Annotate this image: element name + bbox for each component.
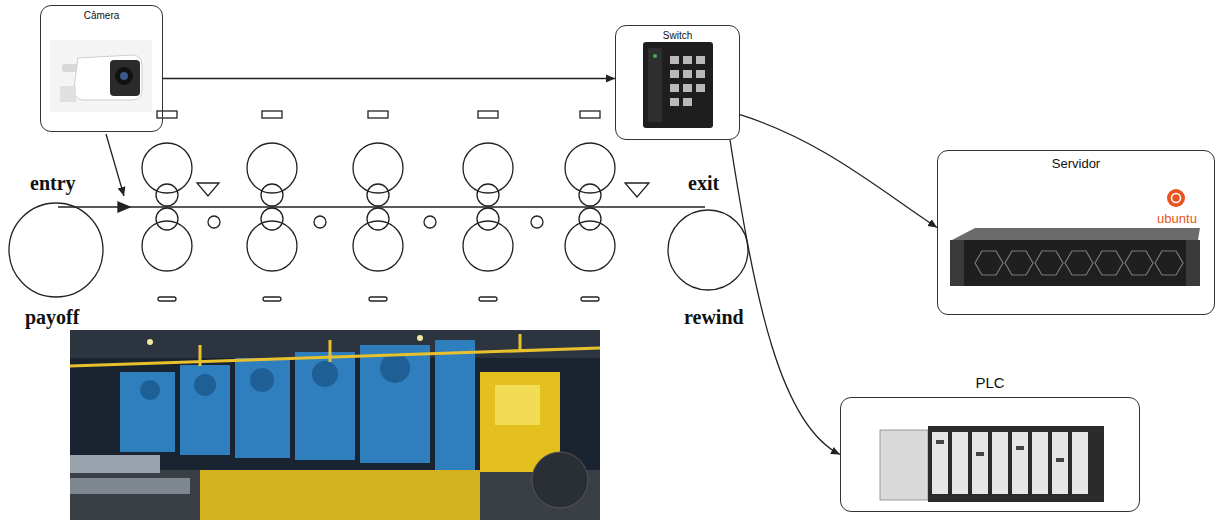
plc-picture [880, 426, 1104, 502]
node-heading: Câmera [84, 10, 120, 21]
camera-box: Câmera [40, 5, 163, 132]
switch-picture [643, 42, 713, 128]
exit-label: exit [688, 172, 719, 195]
switch-box: Switch [615, 25, 740, 140]
plant-photo [70, 330, 600, 520]
network-link [163, 78, 615, 79]
node-heading: PLC [975, 374, 1004, 391]
node-heading: Switch [663, 30, 692, 41]
rewind-label: rewind [684, 306, 744, 329]
network-link [740, 115, 937, 228]
plc-box: PLC [840, 397, 1140, 512]
logo-text: ubuntu [1157, 211, 1197, 226]
server-picture [950, 189, 1200, 286]
server-box: Servidor ubuntu [937, 150, 1215, 315]
network-link [730, 140, 840, 455]
payoff-label: payoff [25, 306, 79, 329]
entry-label: entry [30, 172, 76, 195]
node-heading: Servidor [1052, 156, 1100, 171]
camera-picture [50, 40, 152, 112]
